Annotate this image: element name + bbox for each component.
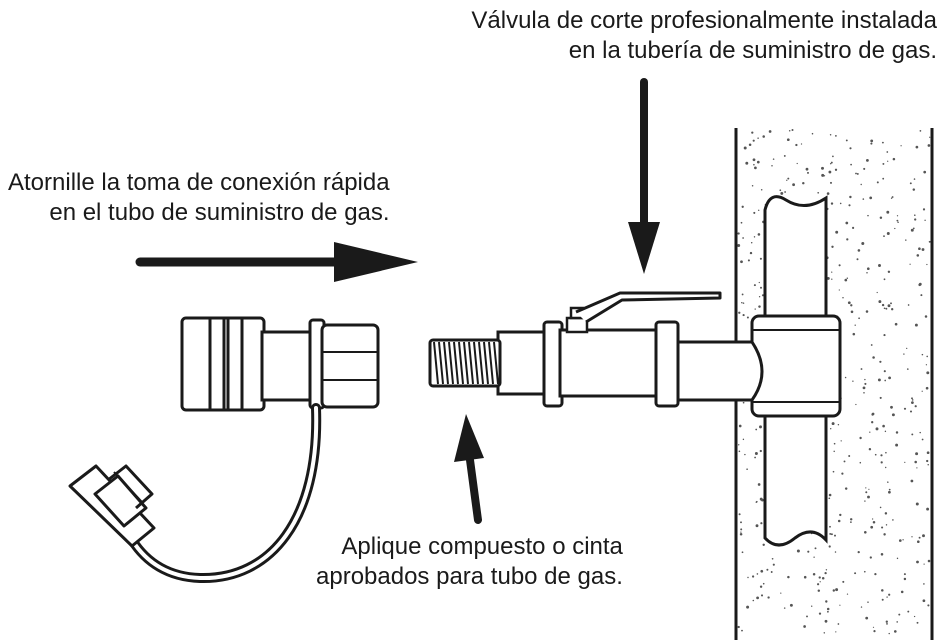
screw-label-line-2: en el tubo de suministro de gas. (49, 199, 390, 226)
valve-pointer-arrow (628, 78, 660, 274)
screw-direction-arrow (135, 242, 418, 282)
compound-label-line-1: Aplique compuesto o cinta (341, 533, 623, 560)
valve-label: Válvula de corte profesionalmente instal… (471, 6, 937, 66)
tee-fitting (750, 314, 842, 418)
screw-label-line-1: Atornille la toma de conexión rápida (8, 169, 390, 196)
dust-cap-with-tether (68, 403, 322, 584)
compound-label: Aplique compuesto o cinta aprobados para… (316, 532, 623, 592)
vertical-supply-pipe (763, 195, 828, 547)
screw-label: Atornille la toma de conexión rápida en … (8, 168, 390, 228)
valve-handle (575, 291, 722, 324)
compound-label-line-2: aprobados para tubo de gas. (316, 563, 623, 590)
compound-pointer-arrow (454, 414, 484, 524)
quick-connect-fitting (180, 316, 380, 412)
valve-label-line-2: en la tubería de suministro de gas. (568, 37, 937, 64)
pipe-threads (433, 341, 499, 385)
horizontal-supply-pipe (674, 340, 764, 402)
valve-label-line-1: Válvula de corte profesionalmente instal… (471, 7, 937, 34)
threaded-nipple (428, 338, 502, 388)
